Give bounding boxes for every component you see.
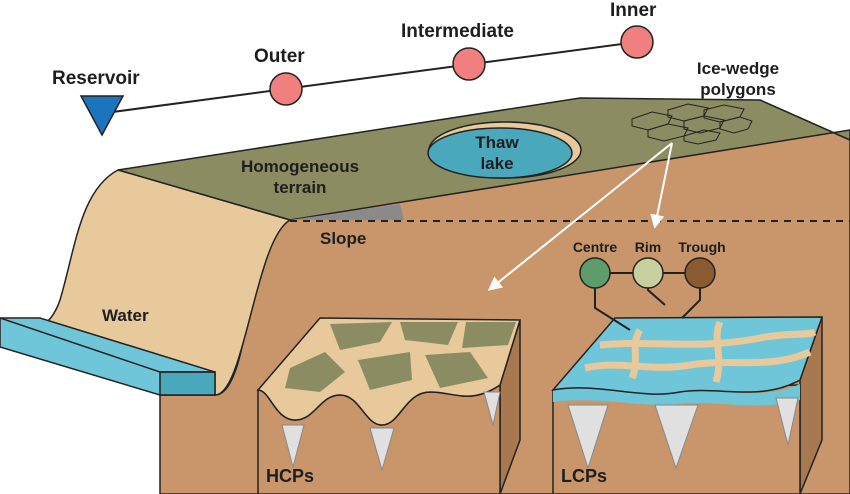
pointer-arrows: [487, 142, 673, 291]
hcp-ice-wedge: [483, 391, 501, 426]
hcp-block: [256, 317, 522, 494]
lcp-block: [551, 316, 824, 494]
transect: [79, 25, 654, 137]
outer-label: Outer: [254, 46, 305, 67]
ice-wedge-label-line1: Ice-wedge: [697, 59, 779, 78]
centre-label: Centre: [573, 239, 618, 255]
water-channel: [0, 317, 216, 396]
lcp-label: LCPs: [561, 466, 607, 486]
trough-marker: [684, 257, 716, 289]
outer-node: [269, 72, 303, 106]
rim-label: Rim: [635, 239, 661, 255]
hcp-ice-wedge: [281, 424, 305, 469]
ice-wedge-hex-cluster: [631, 103, 753, 145]
hcp-label: HCPs: [266, 466, 314, 486]
inner-node: [620, 25, 654, 59]
inner-label: Inner: [610, 0, 657, 21]
ice-wedge-label-line2: polygons: [700, 80, 776, 99]
intermediate-label: Intermediate: [401, 21, 514, 42]
centre-marker: [579, 257, 611, 289]
polygon-feature-legend: [579, 257, 716, 331]
thaw-lake: [427, 121, 582, 179]
reservoir-label: Reservoir: [52, 68, 140, 89]
slope-strip: [290, 204, 404, 220]
rim-marker: [632, 257, 664, 289]
reservoir-marker: [79, 95, 125, 137]
homogeneous-label-line1: Homogeneous: [241, 157, 359, 176]
water-label: Water: [102, 306, 149, 325]
trough-label: Trough: [678, 239, 725, 255]
homogeneous-label-line2: terrain: [274, 178, 327, 197]
thaw-lake-label-line1: Thaw: [475, 133, 519, 152]
lcp-ice-wedge: [567, 404, 609, 470]
thaw-lake-label-line2: lake: [480, 154, 513, 173]
lcp-ice-wedge: [654, 404, 699, 470]
lcp-ice-wedge: [775, 397, 799, 446]
hcp-ice-wedge: [369, 427, 395, 472]
intermediate-node: [452, 47, 486, 81]
slope-label: Slope: [320, 229, 366, 248]
